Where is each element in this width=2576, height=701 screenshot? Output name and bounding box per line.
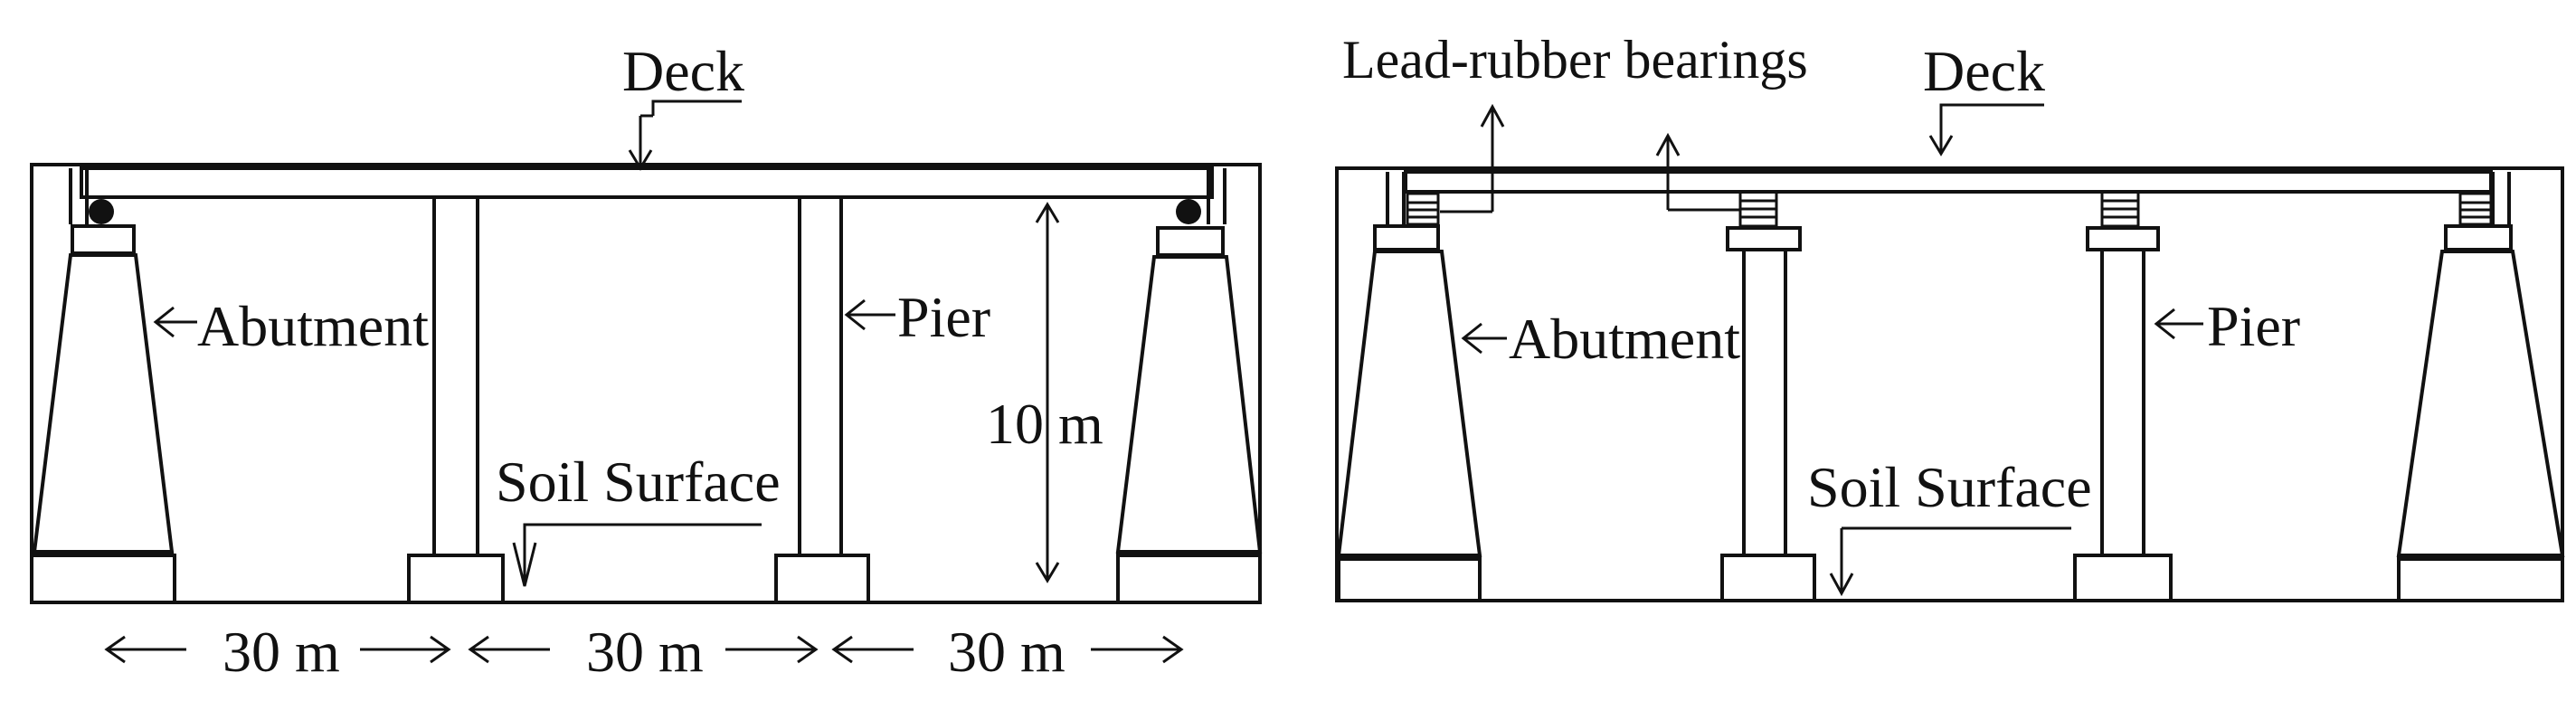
span-arrow-icon	[831, 635, 1184, 664]
left-abutment-arrow-icon	[153, 306, 197, 338]
right-abutment-label: Abutment	[1509, 307, 1740, 371]
span-label: 30 m	[223, 620, 340, 684]
left-height-label: 10 m	[986, 392, 1103, 456]
left-abutment-left	[30, 168, 176, 604]
height-dimension-arrow-icon	[1035, 202, 1060, 583]
lead-rubber-bearings-label: Lead-rubber bearings	[1342, 30, 1808, 90]
span-label: 30 m	[586, 620, 704, 684]
right-abutment-right	[2396, 172, 2565, 602]
lead-rubber-bearing-icon	[2458, 192, 2493, 226]
span-arrow-icon	[104, 635, 451, 664]
right-abutment-arrow-icon	[1461, 322, 1507, 355]
left-pier-1	[407, 197, 505, 604]
left-soil-surface-label: Soil Surface	[496, 450, 781, 514]
right-deck	[1404, 170, 2493, 194]
right-pier-label: Pier	[2207, 294, 2300, 358]
left-abutment-label: Abutment	[197, 294, 429, 358]
roller-bearing-icon	[1176, 199, 1201, 224]
left-deck-label: Deck	[622, 39, 744, 103]
right-pier-arrow-icon	[2154, 308, 2203, 340]
left-panel: Deck Abutment Pier 10 m Soil Surface	[30, 39, 1263, 684]
left-deck	[80, 166, 1214, 199]
left-pier-label: Pier	[897, 285, 990, 349]
left-pier-arrow-icon	[844, 298, 895, 331]
right-panel-frame	[1335, 166, 2564, 602]
lead-rubber-bearing-icon	[1406, 192, 1440, 226]
roller-bearing-icon	[89, 199, 114, 224]
span-label: 30 m	[948, 620, 1065, 684]
lead-rubber-bearing-icon	[1738, 190, 1778, 228]
bearing-leader-arrow-icon	[1440, 103, 1505, 213]
right-abutment-left	[1336, 172, 1482, 602]
lead-rubber-bearing-icon	[2100, 190, 2140, 228]
right-deck-label: Deck	[1923, 39, 2045, 103]
span-arrow-icon	[468, 635, 819, 664]
left-panel-frame	[30, 163, 1262, 604]
right-pier-2	[2073, 190, 2173, 602]
left-pier-2	[774, 197, 870, 604]
right-panel: Lead-rubber bearings Deck Abutment Pier	[1335, 30, 2565, 602]
right-pier-1	[1720, 190, 1816, 602]
right-soil-surface-label: Soil Surface	[1807, 455, 2092, 519]
bearing-leader-arrow-icon	[1655, 132, 1740, 212]
left-abutment-right	[1115, 168, 1263, 604]
